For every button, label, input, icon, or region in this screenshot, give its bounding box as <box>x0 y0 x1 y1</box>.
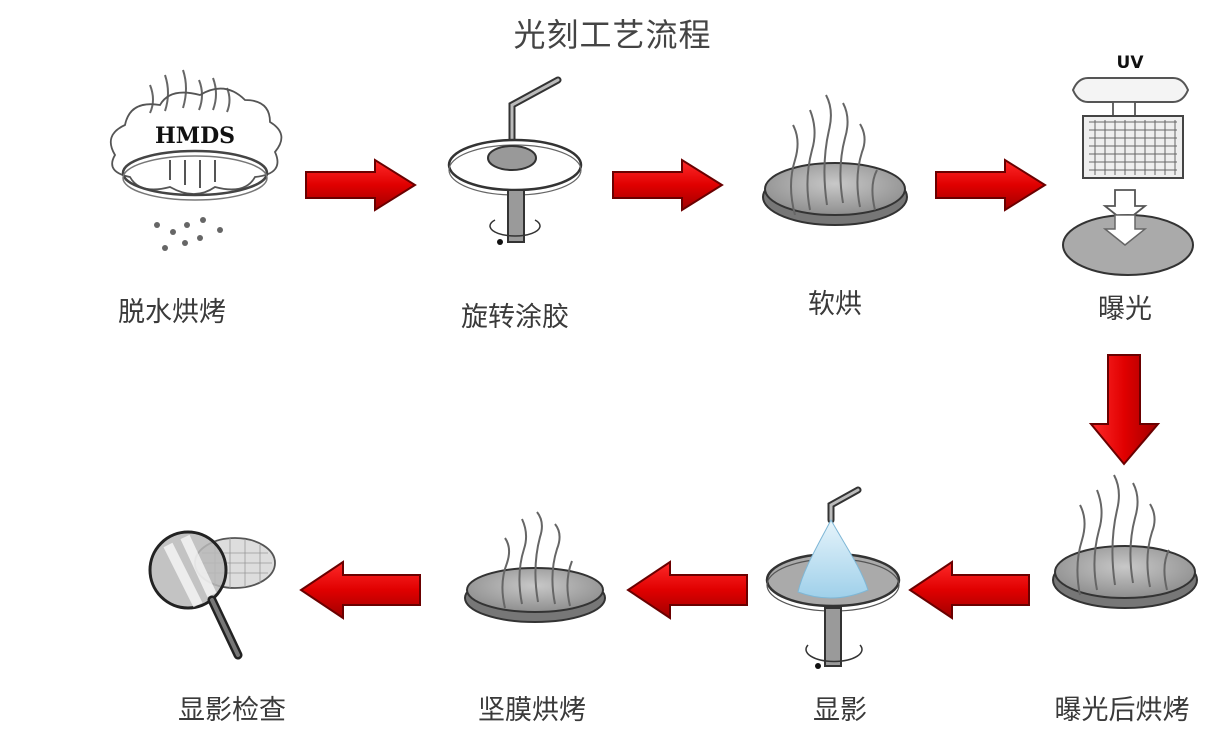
hmds-cloud-wafer-icon: HMDS <box>109 69 283 251</box>
step-label: 软烘 <box>808 289 862 320</box>
step-label: 曝光后烘烤 <box>1054 695 1190 726</box>
hot-wafer-icon <box>464 511 606 623</box>
step-label: 显影检查 <box>178 695 286 726</box>
flow-arrow-right <box>305 158 417 212</box>
flow-arrow-left <box>626 560 748 620</box>
flow-arrow-right <box>612 158 724 212</box>
step-exposure: UV <box>1055 50 1205 290</box>
hmds-text: HMDS <box>155 123 235 149</box>
step-dehydration-bake: HMDS <box>95 60 285 260</box>
flow-arrow-left <box>908 560 1030 620</box>
hot-wafer-icon <box>1052 474 1198 609</box>
flow-arrow-left <box>299 560 421 620</box>
step-develop-inspection <box>140 525 290 675</box>
spin-coater-icon <box>447 76 583 245</box>
uv-exposure-icon: UV <box>1062 53 1194 276</box>
step-label: 曝光 <box>1098 294 1152 325</box>
diagram-title: 光刻工艺流程 <box>513 16 712 54</box>
step-label: 坚膜烘烤 <box>478 695 586 726</box>
step-label: 旋转涂胶 <box>461 302 569 333</box>
step-label: 脱水烘烤 <box>118 297 226 328</box>
step-post-exposure-bake <box>1045 465 1205 625</box>
magnifier-wafer-icon <box>148 530 276 660</box>
step-label: 显影 <box>813 695 867 726</box>
step-hard-bake <box>460 500 620 630</box>
step-soft-bake <box>755 85 915 245</box>
step-develop <box>763 486 913 680</box>
hot-wafer-icon <box>762 94 908 226</box>
flow-arrow-down <box>1088 354 1161 466</box>
developer-spray-icon <box>765 486 901 669</box>
uv-text: UV <box>1117 53 1145 73</box>
step-spin-coating <box>440 70 600 260</box>
flow-arrow-right <box>935 158 1047 212</box>
